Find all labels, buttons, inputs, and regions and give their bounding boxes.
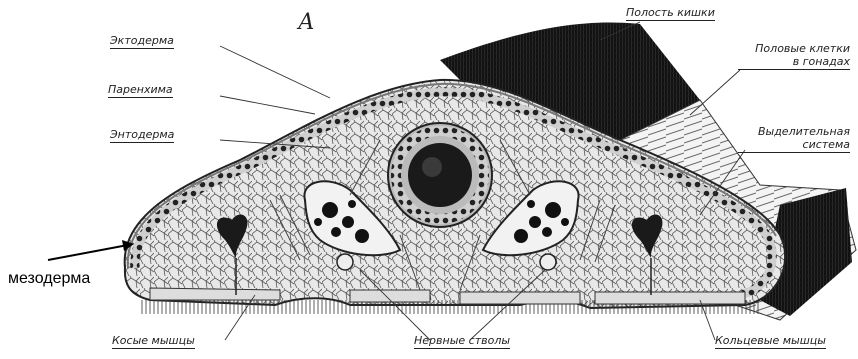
label-gonads-line1: Половые клетки	[738, 42, 850, 55]
label-gonads-line2: в гонадах	[738, 55, 850, 70]
label-gonads: Половые клетки в гонадах	[738, 42, 850, 70]
label-parenchyma: Паренхима	[108, 83, 173, 98]
gut	[388, 123, 492, 227]
label-ring-muscles: Кольцевые мышцы	[715, 334, 826, 349]
label-gut-cavity: Полость кишки	[626, 6, 715, 21]
mesoderm-arrow	[48, 240, 134, 260]
label-excretory-line2: система	[738, 138, 850, 153]
figure-marker: А	[298, 10, 315, 35]
label-ectoderm: Эктодерма	[110, 34, 174, 49]
label-excretory: Выделительная система	[738, 125, 850, 153]
label-entoderm: Энтодерма	[110, 128, 174, 143]
label-oblique-muscles: Косые мышцы	[112, 334, 195, 349]
annotation-mesoderm: мезодерма	[8, 270, 90, 288]
label-excretory-line1: Выделительная	[738, 125, 850, 138]
label-nerve-trunks: Нервные стволы	[414, 334, 510, 349]
